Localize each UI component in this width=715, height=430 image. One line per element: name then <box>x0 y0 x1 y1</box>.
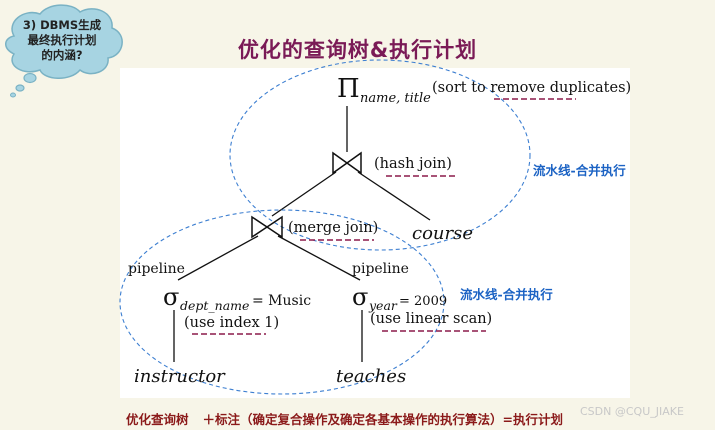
thought-bubble-shape <box>5 4 123 98</box>
pipeline-label-upper: 流水线-合并执行 <box>533 163 626 178</box>
select-right-subscript: year <box>368 298 398 313</box>
thought-bubble-text: 3) DBMS生成 最终执行计划 的内涵? <box>16 18 108 63</box>
projection-symbol: Π <box>337 74 360 104</box>
edge-mergejoin-select-right <box>277 235 361 281</box>
relation-course: course <box>412 223 473 244</box>
watermark: CSDN @CQU_JIAKE <box>580 405 684 418</box>
merge-join-symbol <box>251 215 283 239</box>
pipeline-ellipse-upper <box>229 59 531 251</box>
tree-panel <box>120 68 630 398</box>
pipeline-ellipse-lower <box>119 209 445 395</box>
hash-join-annotation: (hash join) <box>374 156 452 172</box>
merge-join-annotation: (merge join) <box>288 220 378 236</box>
pipeline-right-word: pipeline <box>352 261 409 277</box>
footer-part-2: ＋标注（确定复合操作及确定各基本操作的执行算法）=执行计划 <box>202 412 563 427</box>
select-right-symbol: σ <box>352 283 368 311</box>
edge-hashjoin-mergejoin <box>271 171 337 217</box>
root-annotation: (sort to remove duplicates) <box>432 80 631 96</box>
slide-title: 优化的查询树&执行计划 <box>237 38 478 62</box>
pipeline-left-word: pipeline <box>128 261 185 277</box>
bubble-line-2: 最终执行计划 <box>27 33 97 47</box>
projection-subscript: name, title <box>360 91 431 106</box>
select-left-annotation: (use index 1) <box>184 315 279 331</box>
footer-part-1: 优化查询树 <box>126 412 189 427</box>
select-left-symbol: σ <box>163 283 179 311</box>
select-left-condition: = Music <box>252 293 311 309</box>
select-right-annotation: (use linear scan) <box>370 311 492 327</box>
select-left-subscript: dept_name <box>180 298 249 313</box>
relation-instructor: instructor <box>134 366 226 387</box>
relation-teaches: teaches <box>336 366 406 387</box>
bubble-line-1: 3) DBMS生成 <box>22 18 102 32</box>
pipeline-label-lower: 流水线-合并执行 <box>460 287 553 302</box>
edge-hashjoin-course <box>357 171 431 221</box>
edge-mergejoin-select-left <box>177 235 259 281</box>
hash-join-symbol <box>332 151 362 175</box>
select-right-condition: = 2009 <box>399 294 447 309</box>
footer-caption: 优化查询树 ＋标注（确定复合操作及确定各基本操作的执行算法）=执行计划 <box>126 409 563 428</box>
bubble-line-3: 的内涵? <box>41 48 83 62</box>
